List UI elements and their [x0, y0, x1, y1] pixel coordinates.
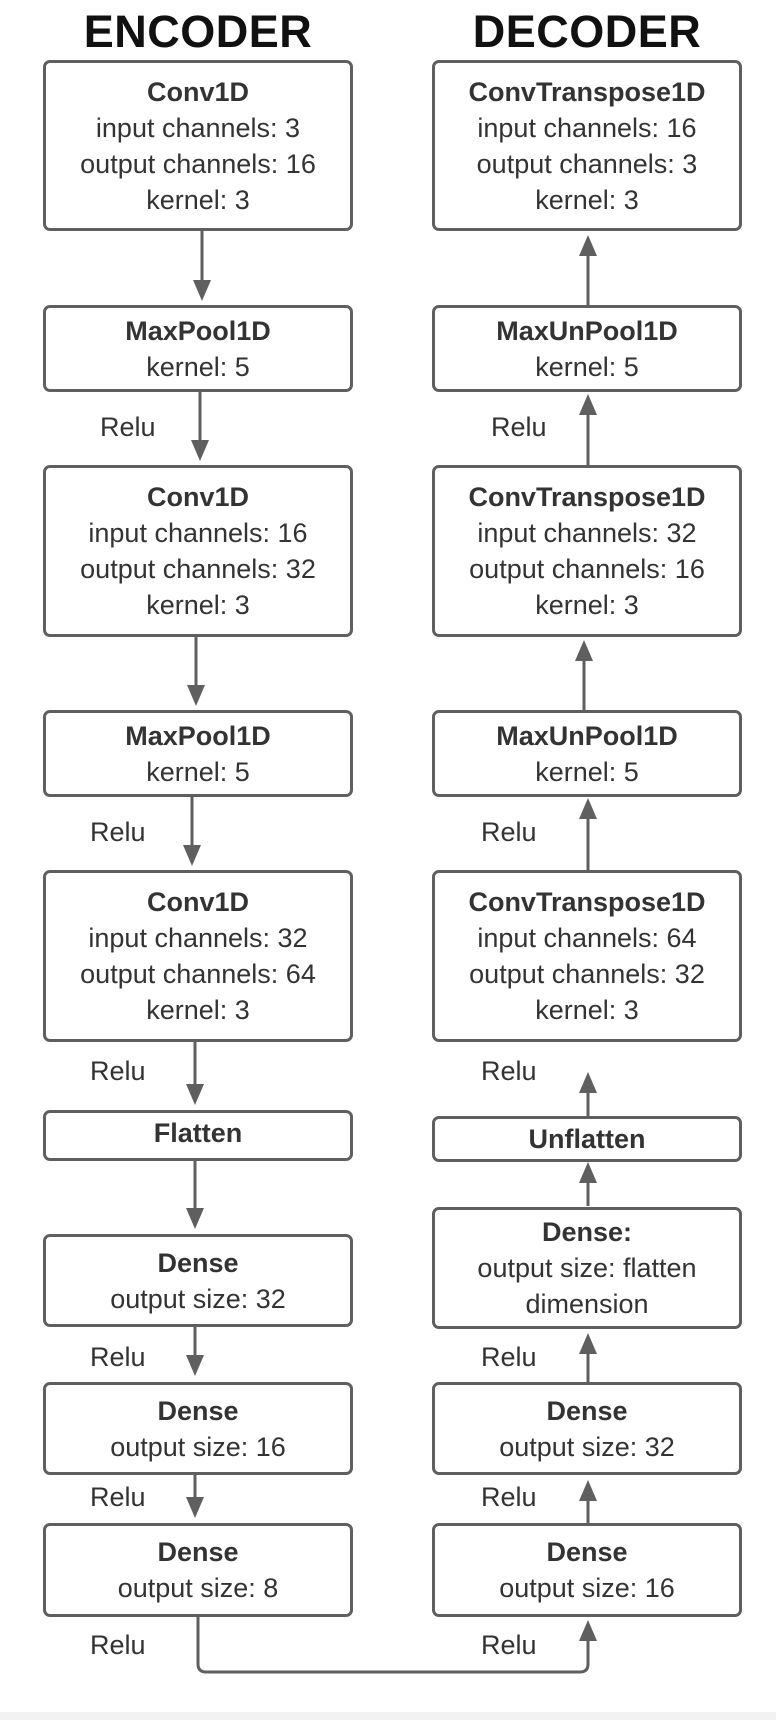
block-line: kernel: 3: [535, 995, 639, 1025]
block-line: input channels: 3: [95, 112, 301, 143]
encoder-dense-1: Dense output size: 32: [43, 1234, 353, 1327]
block-line: kernel: 3: [146, 184, 250, 215]
block-title: ConvTranspose1D: [468, 887, 706, 917]
block-title: Conv1D: [146, 76, 249, 107]
block-title: Conv1D: [146, 482, 249, 512]
decoder-convtranspose1d-1: ConvTranspose1D input channels: 16 outpu…: [432, 60, 742, 231]
block-line: output channels: 16: [80, 148, 316, 179]
decoder-convtranspose1d-3: ConvTranspose1D input channels: 64 outpu…: [432, 870, 742, 1042]
block-line: output size: 16: [499, 1573, 675, 1603]
decoder-relu-label: Relu: [481, 1482, 537, 1512]
encoder-dense-2: Dense output size: 16: [43, 1382, 353, 1475]
decoder-dense-3: Dense output size: 16: [432, 1523, 742, 1617]
block-line: output channels: 64: [80, 959, 316, 989]
arrowhead-enc-7: [186, 1355, 204, 1376]
decoder-maxunpool1d-1: MaxUnPool1D kernel: 5: [432, 305, 742, 392]
decoder-relu-label: Relu: [481, 817, 537, 847]
encoder-conv1d-3: Conv1D input channels: 32 output channel…: [43, 870, 353, 1042]
arrowhead-enc-6: [186, 1208, 204, 1229]
arrowhead-dec-8: [575, 640, 593, 661]
arrowhead-enc-3: [187, 685, 205, 706]
encoder-flatten: Flatten: [43, 1110, 353, 1161]
block-title: Dense: [157, 1247, 239, 1278]
block-line: kernel: 3: [535, 184, 639, 215]
arrowhead-dec-1: [579, 1620, 597, 1641]
encoder-relu-label: Relu: [100, 412, 156, 442]
block-line: output size: 16: [110, 1431, 286, 1462]
decoder-relu-label: Relu: [481, 1342, 537, 1372]
encoder-relu-label: Relu: [90, 1056, 146, 1086]
block-title: ConvTranspose1D: [468, 482, 706, 512]
encoder-relu-label: Relu: [90, 817, 146, 847]
block-line: kernel: 5: [535, 351, 639, 382]
block-line: input channels: 32: [477, 518, 697, 548]
encoder-maxpool1d-2: MaxPool1D kernel: 5: [43, 710, 353, 797]
block-title: ConvTranspose1D: [468, 76, 706, 107]
arrowhead-enc-1: [193, 280, 211, 301]
block-title: Dense:: [541, 1217, 633, 1247]
block-line: input channels: 16: [88, 518, 308, 548]
arrowhead-dec-9: [579, 394, 597, 415]
decoder-dense-2: Dense output size: 32: [432, 1382, 742, 1475]
block-title: Unflatten: [528, 1124, 646, 1154]
block-title: Dense: [157, 1395, 239, 1426]
decoder-relu-label: Relu: [481, 1056, 537, 1086]
arrowhead-enc-5: [186, 1084, 204, 1105]
arrow-connector: [196, 1617, 590, 1674]
decoder-relu-label: Relu: [491, 412, 547, 442]
block-line: kernel: 3: [146, 995, 250, 1025]
block-line: output channels: 16: [469, 554, 705, 584]
arrowhead-dec-3: [579, 1333, 597, 1354]
block-title: MaxUnPool1D: [496, 720, 678, 751]
arrowhead-dec-10: [579, 235, 597, 256]
block-title: Dense: [546, 1537, 628, 1567]
block-title: Flatten: [153, 1118, 243, 1148]
arrowhead-enc-4: [183, 845, 201, 866]
block-line: output channels: 3: [476, 148, 698, 179]
block-line: input channels: 16: [477, 112, 697, 143]
arrowhead-dec-2: [579, 1480, 597, 1501]
block-title: MaxUnPool1D: [496, 315, 678, 346]
block-line: output size: 8: [117, 1573, 279, 1603]
block-line: output size: 32: [499, 1431, 675, 1462]
arrowhead-dec-5: [579, 1072, 597, 1093]
block-line: kernel: 3: [146, 590, 250, 620]
block-line: kernel: 5: [146, 351, 250, 382]
block-line: kernel: 5: [535, 756, 639, 787]
decoder-dense-flatten: Dense: output size: flatten dimension: [432, 1207, 742, 1329]
decoder-title: DECODER: [472, 6, 702, 57]
decoder-unflatten: Unflatten: [432, 1116, 742, 1162]
block-title: Dense: [546, 1395, 628, 1426]
block-line: output channels: 32: [469, 959, 705, 989]
encoder-conv1d-2: Conv1D input channels: 16 output channel…: [43, 465, 353, 637]
encoder-relu-label: Relu: [90, 1482, 146, 1512]
block-line: input channels: 32: [88, 923, 308, 953]
decoder-relu-label: Relu: [481, 1630, 537, 1660]
block-title: MaxPool1D: [125, 315, 271, 346]
block-line: output size: flatten: [477, 1253, 697, 1283]
block-line: dimension: [525, 1289, 649, 1319]
encoder-maxpool1d-1: MaxPool1D kernel: 5: [43, 305, 353, 392]
decoder-convtranspose1d-2: ConvTranspose1D input channels: 32 outpu…: [432, 465, 742, 637]
encoder-relu-label: Relu: [90, 1630, 146, 1660]
block-line: kernel: 3: [535, 590, 639, 620]
block-line: input channels: 64: [477, 923, 697, 953]
bottom-margin: [0, 1712, 776, 1720]
arrowhead-dec-4: [579, 1162, 597, 1183]
block-title: MaxPool1D: [125, 720, 271, 751]
block-line: output size: 32: [110, 1283, 286, 1314]
arrowhead-enc-8: [186, 1497, 204, 1518]
block-line: output channels: 32: [80, 554, 316, 584]
arrowhead-enc-2: [191, 440, 209, 461]
encoder-relu-label: Relu: [90, 1342, 146, 1372]
encoder-conv1d-1: Conv1D input channels: 3 output channels…: [43, 60, 353, 231]
block-line: kernel: 5: [146, 756, 250, 787]
encoder-dense-3: Dense output size: 8: [43, 1523, 353, 1617]
arrowhead-dec-7: [579, 798, 597, 819]
block-title: Dense: [157, 1537, 239, 1567]
decoder-maxunpool1d-2: MaxUnPool1D kernel: 5: [432, 710, 742, 797]
block-title: Conv1D: [146, 887, 249, 917]
encoder-title: ENCODER: [83, 6, 313, 57]
